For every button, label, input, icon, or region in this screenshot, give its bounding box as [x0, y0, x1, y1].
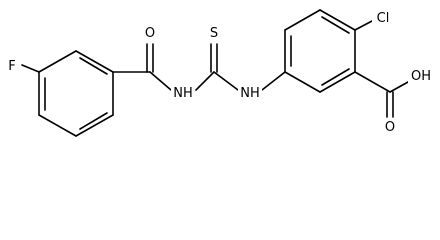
fluorophenyl-ring: [38, 50, 114, 137]
amide-nh-label: NH: [173, 86, 193, 101]
chlorine-atom-label: Cl: [377, 11, 390, 26]
chlorobenzoic-acid-ring: [284, 9, 356, 93]
thiourea-linker: [210, 43, 286, 91]
benzamide-linker: [112, 43, 215, 91]
atom-labels: F O NH S NH Cl OH O: [6, 10, 434, 135]
fluorine-atom-label: F: [8, 59, 15, 74]
amide-oxygen-label: O: [145, 26, 155, 41]
acid-carbonyl-oxygen-label: O: [385, 120, 395, 135]
sulfur-atom-label: S: [210, 26, 218, 41]
chloro-bond: [354, 20, 373, 31]
fluoro-bond: [21, 64, 40, 73]
acid-hydroxyl-label: OH: [411, 69, 431, 84]
molecule-structure-diagram: F O NH S NH Cl OH O: [6, 9, 434, 137]
thiourea-nh-label: NH: [240, 86, 260, 101]
carboxylic-acid-group: [354, 71, 409, 118]
